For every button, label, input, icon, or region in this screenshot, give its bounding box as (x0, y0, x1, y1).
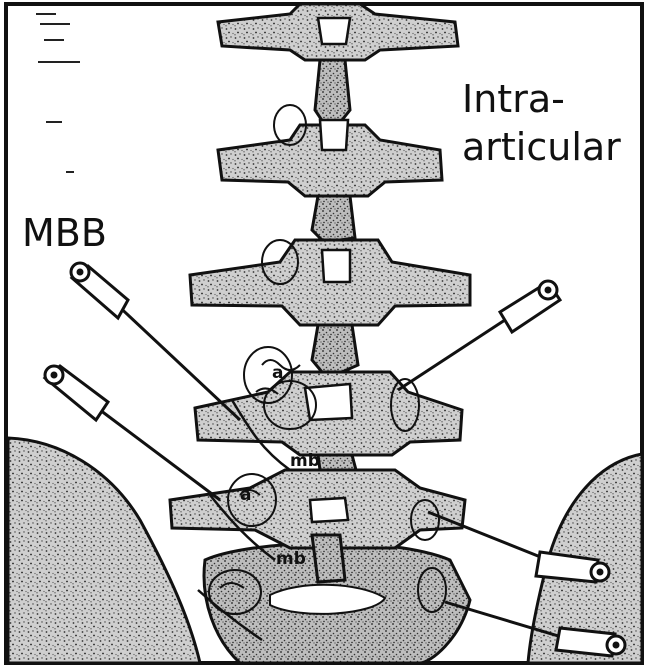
label-mb-upper: mb (290, 451, 320, 471)
label-a-upper: a (272, 363, 283, 383)
label-mbb: MBB (22, 211, 107, 255)
label-intra-line1: Intra- (462, 77, 565, 121)
label-intra-line2: articular (462, 125, 621, 169)
label-mb-lower: mb (276, 549, 306, 569)
label-a-lower: a (240, 485, 251, 505)
